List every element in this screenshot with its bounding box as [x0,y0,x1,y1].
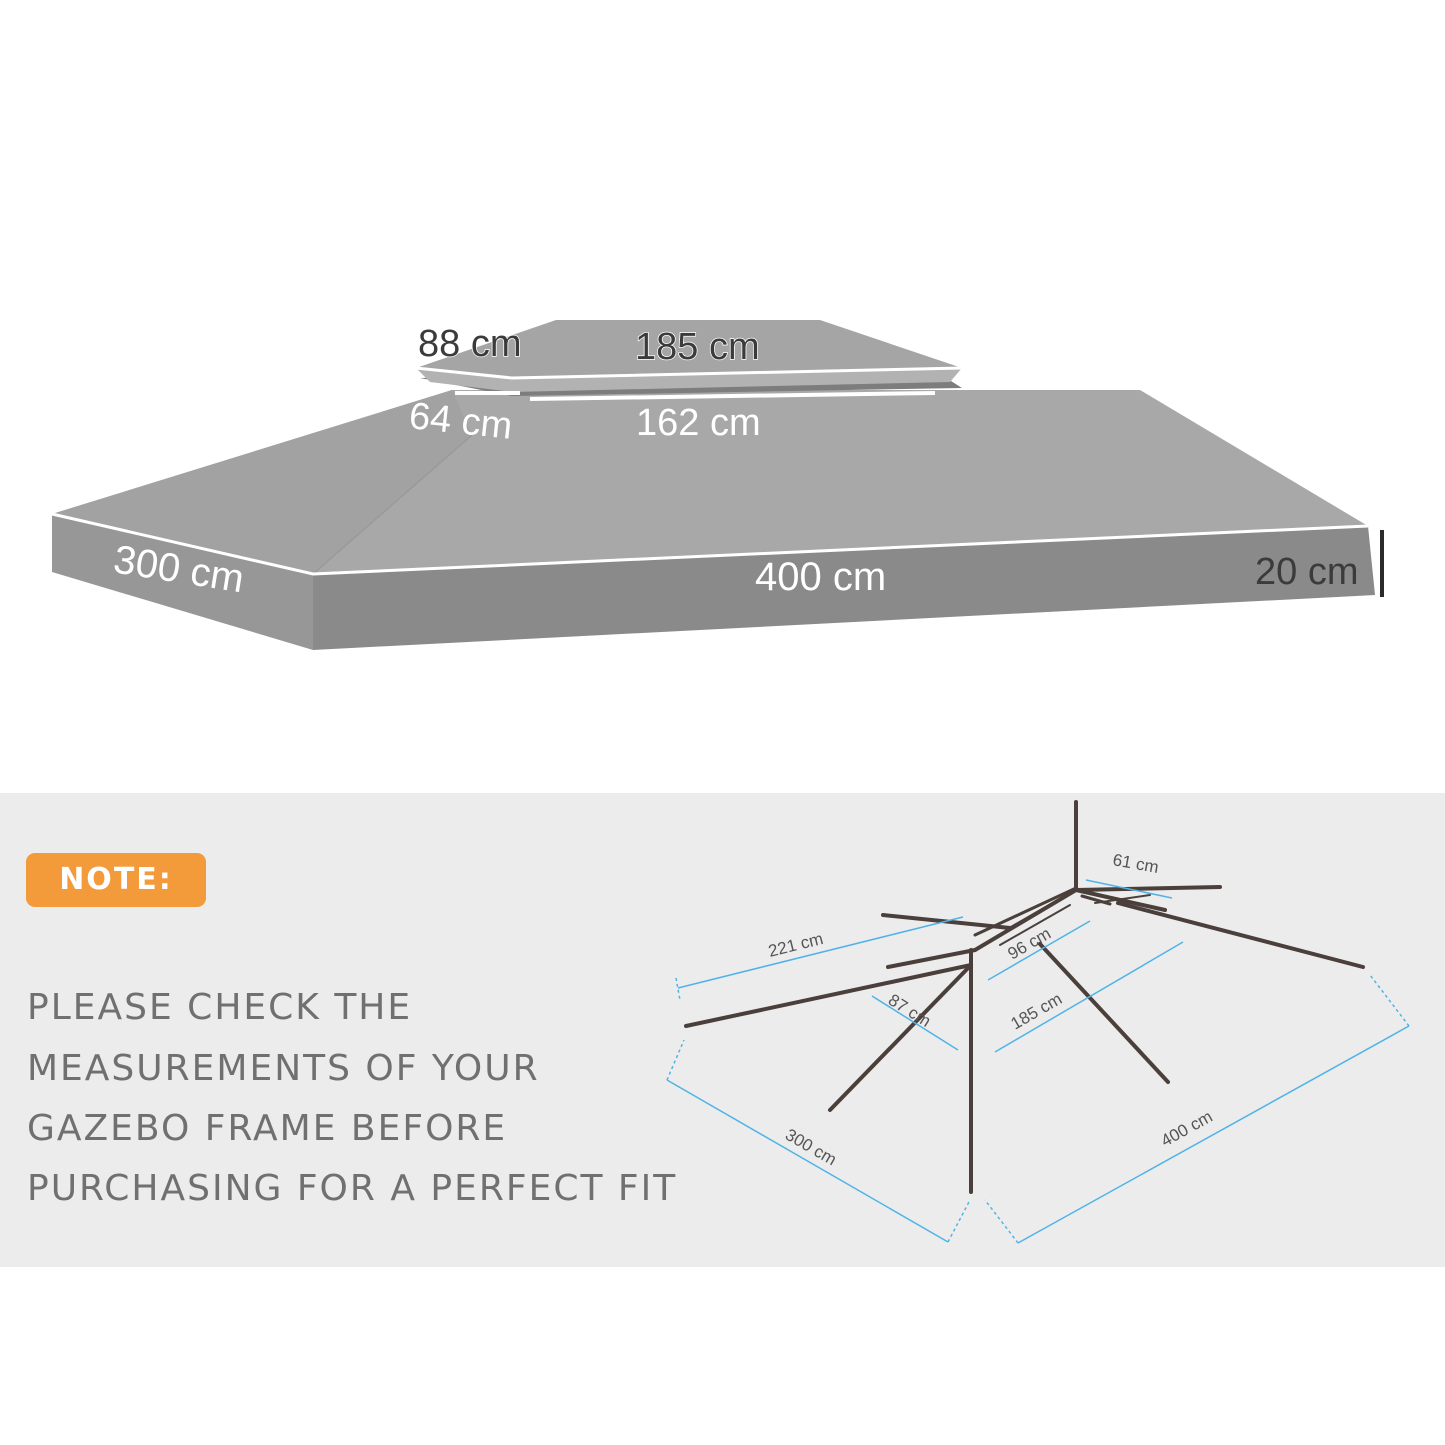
height-label: 20 cm [1255,551,1358,593]
canopy-left-side [52,514,313,650]
canopy-front-side [313,526,1375,650]
top-short-label: 88 cm [418,323,521,365]
frame-left-eave [684,963,973,1028]
frame-diagram [684,800,1365,1194]
width-label: 400 cm [755,555,886,599]
note-line-1: PLEASE CHECK THE [27,987,413,1028]
top-long-label: 185 cm [635,326,760,368]
frame-dimension-lines [666,879,1410,1244]
note-badge: NOTE: [26,853,206,907]
canopy-illustration: 88 cm 185 cm 64 cm 162 cm 300 cm 400 cm … [51,320,1384,650]
note-line-4: PURCHASING FOR A PERFECT FIT [27,1168,678,1209]
frame-right-eave [1116,901,1365,969]
canopy-upper-roof-skirt [416,368,962,392]
canopy-edge-trim [51,512,1369,576]
canopy-upper-roof [416,320,962,378]
vent-long-label: 162 cm [636,402,761,444]
note-panel [0,793,1445,1267]
canopy-roof-left-panel [52,390,472,574]
note-line-2: MEASUREMENTS OF YOUR [27,1048,540,1089]
note-line-3: GAZEBO FRAME BEFORE [27,1108,508,1149]
